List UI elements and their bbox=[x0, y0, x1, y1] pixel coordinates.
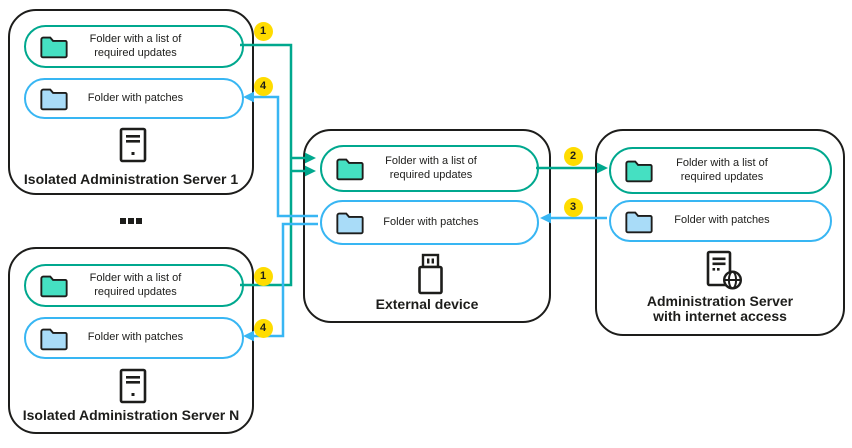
folder-icon bbox=[624, 209, 654, 234]
node-title-server1: Isolated Administration Server 1 bbox=[23, 171, 239, 187]
folder-icon bbox=[39, 86, 69, 111]
pill-admin-updates-folder: Folder with a list of required updates bbox=[609, 147, 832, 194]
tower-server-icon bbox=[118, 368, 148, 404]
folder-patches-label: Folder with patches bbox=[383, 215, 479, 228]
folder-updates-label: Folder with a list of required updates bbox=[89, 32, 182, 59]
node-external-device: Folder with a list of required updates F… bbox=[303, 129, 551, 323]
step-badge-3: 3 bbox=[563, 197, 583, 217]
pill-external-patches-folder: Folder with patches bbox=[320, 200, 539, 245]
folder-icon bbox=[39, 326, 69, 351]
tower-server-icon bbox=[118, 127, 148, 163]
node-isolated-server-1: Folder with a list of required updates F… bbox=[8, 9, 254, 195]
folder-patches-label: Folder with patches bbox=[674, 214, 770, 227]
folder-patches-label: Folder with patches bbox=[87, 91, 184, 104]
more-servers-ellipsis bbox=[120, 218, 142, 224]
pill-external-updates-folder: Folder with a list of required updates bbox=[320, 145, 539, 192]
server-with-globe-icon bbox=[705, 250, 743, 292]
folder-icon bbox=[39, 273, 69, 298]
folder-icon bbox=[335, 156, 365, 181]
node-admin-server-internet: Folder with a list of required updates F… bbox=[595, 129, 845, 336]
pill-admin-patches-folder: Folder with patches bbox=[609, 200, 832, 242]
folder-icon bbox=[624, 158, 654, 183]
pill-serverN-updates-folder: Folder with a list of required updates bbox=[24, 264, 244, 307]
folder-icon bbox=[39, 34, 69, 59]
pill-serverN-patches-folder: Folder with patches bbox=[24, 317, 244, 359]
folder-updates-label: Folder with a list of required updates bbox=[385, 154, 477, 181]
folder-patches-label: Folder with patches bbox=[87, 331, 184, 344]
step-badge-1-serverN: 1 bbox=[253, 266, 273, 286]
ellipsis-dot bbox=[120, 218, 126, 224]
usb-drive-icon bbox=[415, 253, 445, 295]
step-badge-4-server1: 4 bbox=[253, 76, 273, 96]
ellipsis-dot bbox=[136, 218, 142, 224]
node-title-serverN: Isolated Administration Server N bbox=[22, 407, 240, 423]
folder-updates-label: Folder with a list of required updates bbox=[89, 271, 182, 298]
pill-server1-updates-folder: Folder with a list of required updates bbox=[24, 25, 244, 68]
step-badge-1-server1: 1 bbox=[253, 21, 273, 41]
node-title-external: External device bbox=[375, 296, 479, 312]
pill-server1-patches-folder: Folder with patches bbox=[24, 78, 244, 119]
step-badge-4-serverN: 4 bbox=[253, 318, 273, 338]
step-badge-2: 2 bbox=[563, 146, 583, 166]
folder-updates-label: Folder with a list of required updates bbox=[676, 156, 768, 183]
folder-icon bbox=[335, 210, 365, 235]
node-title-admin: Administration Server with internet acce… bbox=[646, 293, 794, 325]
node-isolated-server-n: Folder with a list of required updates F… bbox=[8, 247, 254, 434]
ellipsis-dot bbox=[128, 218, 134, 224]
